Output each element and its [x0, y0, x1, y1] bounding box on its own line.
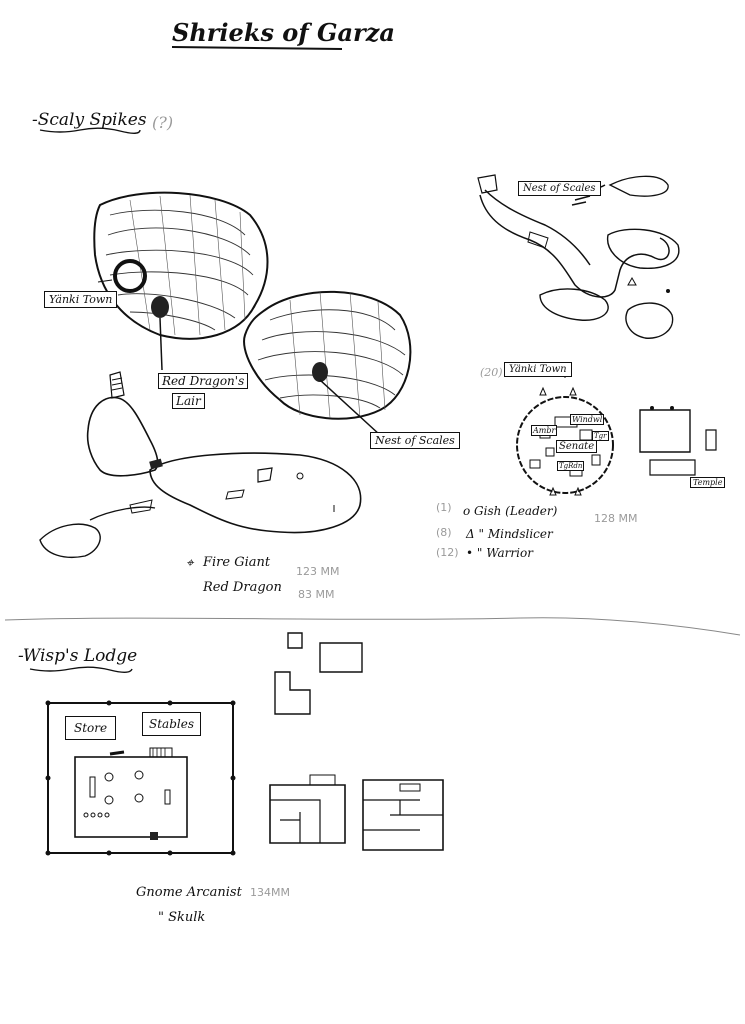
red-dragon-label: Red Dragon	[203, 580, 282, 595]
label-yanki-town-inset: Yänki Town	[504, 362, 572, 377]
label-nest-of-scales-inset: Nest of Scales	[518, 181, 601, 196]
red-dragon-ref: 83 MM	[298, 588, 335, 601]
heading-note: (?)	[152, 113, 174, 132]
island-east	[243, 290, 412, 420]
gish-count: (1)	[436, 501, 452, 514]
fire-giant-symbol: ⌖	[186, 556, 194, 571]
island-south	[149, 452, 362, 534]
mindslicer-count: (8)	[436, 526, 452, 539]
page-title: Shrieks of Garza	[172, 18, 395, 47]
label-store: Store	[65, 716, 117, 740]
fire-giant-ref: 123 MM	[296, 565, 340, 578]
label-temple: Temple	[690, 477, 726, 488]
gish-label: o Gish (Leader)	[463, 504, 558, 518]
label-red-dragons-lair-line1: Red Dragon's	[158, 373, 249, 389]
yanki-town-marker	[113, 259, 147, 293]
label-windowl: Windwl	[570, 414, 605, 425]
warrior-count: (12)	[436, 546, 459, 559]
skulk-label: " Skulk	[158, 910, 206, 925]
label-ambr: Ambr	[531, 425, 558, 436]
gnome-arcanist-ref: 134MM	[250, 886, 290, 899]
gish-ref: 128 MM	[594, 512, 638, 525]
label-nest-of-scales: Nest of Scales	[370, 432, 460, 449]
section-heading-wisps-lodge: -Wisp's Lodge	[18, 646, 138, 666]
yanki-inset-count: (20)	[480, 366, 503, 379]
mindslicer-label: Δ " Mindslicer	[466, 527, 553, 541]
label-stables: Stables	[142, 712, 201, 736]
section-heading-scaly-spikes: -Scaly Spikes	[32, 110, 147, 130]
nest-of-scales-inset	[477, 174, 680, 339]
label-tgr: Tgr	[592, 431, 609, 441]
warrior-label: • " Warrior	[466, 546, 533, 560]
gnome-arcanist-label: Gnome Arcanist	[136, 885, 242, 900]
label-tg-rdn: TgRdn	[557, 461, 585, 471]
fire-giant-label: Fire Giant	[203, 555, 271, 570]
wisps-lodge-compound	[45, 700, 236, 856]
island-west	[86, 396, 159, 477]
label-red-dragons-lair-line2: Lair	[172, 393, 205, 409]
label-yanki-town: Yänki Town	[44, 291, 118, 308]
label-senate: Senate	[556, 440, 598, 453]
